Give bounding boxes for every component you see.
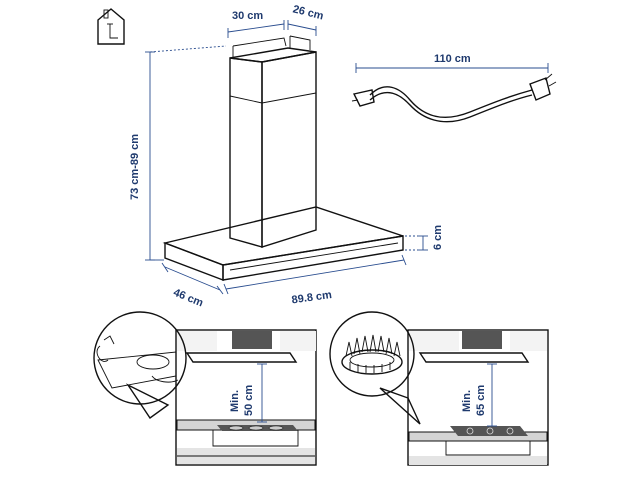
electric-min-label: Min. bbox=[229, 390, 241, 412]
width-label: 89.8 cm bbox=[291, 289, 333, 307]
gas-distance-label: 65 cm bbox=[475, 385, 487, 416]
depth-label: 46 cm bbox=[171, 287, 205, 310]
power-plug-icon bbox=[529, 73, 557, 101]
gas-flame-icon bbox=[341, 334, 403, 375]
electric-distance-label: 50 cm bbox=[243, 385, 255, 416]
magnifier-gas bbox=[329, 311, 421, 425]
dim-canopy-thickness: 6 cm bbox=[405, 225, 444, 251]
panel-gas: Min. 65 cm bbox=[407, 329, 549, 466]
canopy-thickness-label: 6 cm bbox=[432, 225, 444, 250]
height-range-label: 73 cm-89 cm bbox=[129, 134, 141, 200]
magnifier-electric bbox=[93, 311, 187, 419]
house-plug-icon bbox=[97, 8, 125, 45]
dim-height: 73 cm-89 cm bbox=[129, 45, 227, 261]
chimney-width-label: 30 cm bbox=[232, 10, 263, 22]
electric-hob-icon bbox=[217, 425, 298, 431]
dim-chimney-width: 30 cm bbox=[227, 10, 285, 38]
gas-min-label: Min. bbox=[461, 390, 473, 412]
panel-electric: Min. 50 cm bbox=[175, 329, 317, 466]
dim-chimney-depth: 26 cm bbox=[287, 3, 325, 36]
range-hood bbox=[162, 35, 404, 282]
chimney-depth-label: 26 cm bbox=[292, 3, 325, 22]
gas-hob-icon bbox=[450, 426, 528, 436]
power-cable: 110 cm bbox=[351, 53, 557, 123]
cable-length-label: 110 cm bbox=[434, 53, 471, 65]
connector-icon bbox=[351, 89, 375, 107]
dim-depth: 46 cm bbox=[161, 262, 224, 310]
dim-width: 89.8 cm bbox=[223, 254, 407, 307]
